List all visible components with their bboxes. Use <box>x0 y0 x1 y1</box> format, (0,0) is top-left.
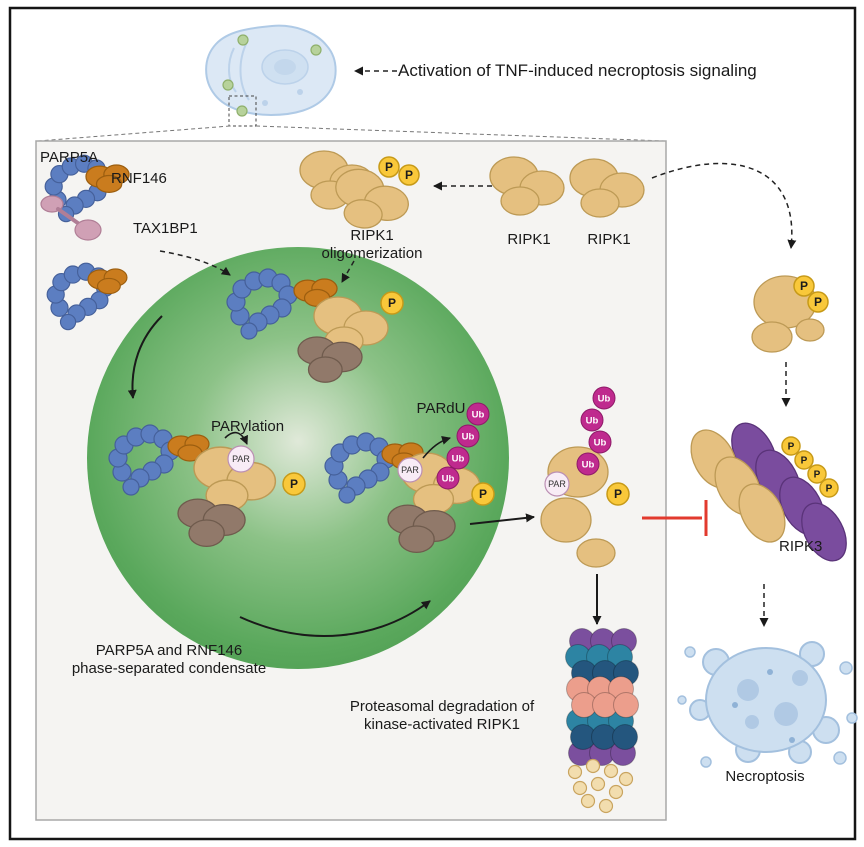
svg-text:P: P <box>788 442 795 453</box>
phospho-badge: P <box>606 482 630 506</box>
svg-text:PAR: PAR <box>548 479 566 489</box>
svg-text:P: P <box>814 295 822 309</box>
ubiquitin-badge: Ub <box>436 466 460 490</box>
phospho-badge: P <box>807 464 827 484</box>
phospho-badge: P <box>807 291 829 313</box>
proteasome-label: Proteasomal degradation of kinase-activa… <box>349 698 535 733</box>
phospho-badge: P <box>471 482 495 506</box>
cycle-arrow-bottom <box>239 600 431 637</box>
svg-text:P: P <box>814 470 821 481</box>
svg-text:P: P <box>826 484 833 495</box>
ripk1-oligomerization-label: RIPK1 oligomerization <box>321 227 423 262</box>
svg-text:PAR: PAR <box>232 454 250 464</box>
par-badge: PAR <box>397 457 423 483</box>
tax1bp1-label: TAX1BP1 <box>133 220 198 237</box>
ubiquitin-badge: Ub <box>580 408 604 432</box>
svg-text:Ub: Ub <box>452 454 465 465</box>
svg-text:Ub: Ub <box>586 416 599 427</box>
pardu-arrow <box>422 435 451 459</box>
svg-text:P: P <box>800 279 808 293</box>
title-label: Activation of TNF-induced necroptosis si… <box>398 61 757 80</box>
degradation-products <box>567 758 634 814</box>
parylation-label: PARylation <box>210 418 285 435</box>
ubiquitin-badge: Ub <box>576 452 600 476</box>
ubiquitin-chain: Ub Ub Ub Ub <box>436 402 490 490</box>
svg-text:Ub: Ub <box>472 410 485 421</box>
phospho-badge: P <box>398 164 420 186</box>
inhibition-bar <box>642 500 708 536</box>
svg-text:Ub: Ub <box>594 438 607 449</box>
parylation-arrow <box>224 431 248 445</box>
svg-text:P: P <box>388 296 396 310</box>
parp5a-label: PARP5A <box>40 149 99 166</box>
phospho-badge: P <box>819 478 839 498</box>
cycle-arrow-left <box>127 315 163 399</box>
necroptosis-label: Necroptosis <box>725 768 805 785</box>
condensate-label: PARP5A and RNF146 phase-separated conden… <box>71 642 267 677</box>
condensate-circle <box>87 247 509 669</box>
oligomer-to-condensate-arrow <box>341 260 355 283</box>
zoom-region-box <box>228 95 257 127</box>
phospho-ripk1 <box>751 275 825 353</box>
phospho-badge: P <box>282 472 306 496</box>
ripk3-label: RIPK3 <box>779 538 823 555</box>
svg-text:Ub: Ub <box>598 394 611 405</box>
ripk1-monomer-2-label: RIPK1 <box>587 231 631 248</box>
phospho-badge: P <box>378 156 400 178</box>
cell-icon <box>205 24 337 127</box>
svg-text:P: P <box>290 477 298 491</box>
svg-text:PAR: PAR <box>401 465 419 475</box>
rnf146-label: RNF146 <box>111 170 167 187</box>
svg-text:P: P <box>405 168 413 182</box>
svg-text:P: P <box>479 487 487 501</box>
svg-text:P: P <box>385 160 393 174</box>
to-right-pathway-arrow <box>651 162 797 249</box>
ripk1-monomer-1-label: RIPK1 <box>507 231 551 248</box>
ubiquitin-badge: Ub <box>588 430 612 454</box>
exit-arrow <box>469 513 535 525</box>
ubiquitin-badge: Ub <box>466 402 490 426</box>
phospho-badge: P <box>781 436 801 456</box>
par-badge: PAR <box>227 445 255 473</box>
ripk1-ripk3-complex <box>690 422 847 562</box>
phospho-badge: P <box>793 275 815 297</box>
ubiquitin-badge: Ub <box>456 424 480 448</box>
necroptosis-cell-icon <box>677 641 858 768</box>
phospho-badge: P <box>794 450 814 470</box>
svg-text:Ub: Ub <box>442 474 455 485</box>
proteasome-icon <box>565 628 639 766</box>
vesicle-icons <box>222 34 322 117</box>
svg-text:Ub: Ub <box>582 460 595 471</box>
phospho-badge: P <box>380 291 404 315</box>
svg-text:P: P <box>614 487 622 501</box>
svg-text:Ub: Ub <box>462 432 475 443</box>
ubiquitin-badge: Ub <box>446 446 470 470</box>
ubiquitin-chain: Ub Ub Ub Ub <box>576 386 616 476</box>
svg-text:P: P <box>801 456 808 467</box>
par-badge: PAR <box>544 471 570 497</box>
zoom-guide-lines <box>37 125 666 142</box>
ubiquitin-badge: Ub <box>592 386 616 410</box>
pardu-label: PARdU <box>416 400 466 417</box>
